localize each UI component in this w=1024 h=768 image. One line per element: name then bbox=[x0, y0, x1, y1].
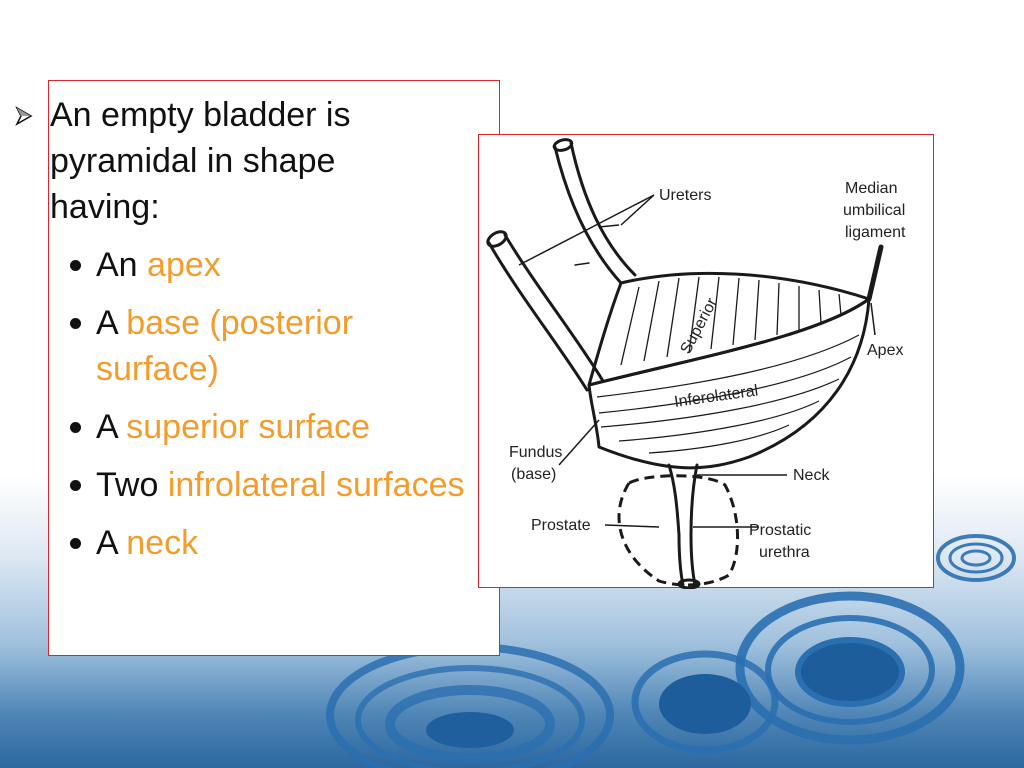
list-item: A base (posterior surface) bbox=[70, 300, 476, 392]
bullet-highlight: base (posterior surface) bbox=[96, 304, 354, 388]
feature-list: An apex A base (posterior surface) A sup… bbox=[70, 242, 476, 578]
label-urethra: urethra bbox=[759, 544, 810, 561]
text-panel bbox=[48, 80, 500, 656]
lead-paragraph: An empty bladder is pyramidal in shape h… bbox=[15, 92, 440, 230]
list-item: An apex bbox=[70, 242, 476, 288]
label-superior: Superior bbox=[678, 295, 722, 357]
lead-text: An empty bladder is pyramidal in shape h… bbox=[50, 96, 351, 226]
bullet-prefix: A bbox=[96, 304, 127, 342]
bullet-highlight: superior surface bbox=[126, 408, 371, 446]
bladder-diagram: Ureters Median umbilical ligament Superi… bbox=[486, 138, 906, 589]
bullet-prefix: An bbox=[96, 246, 148, 284]
label-umbilical: umbilical bbox=[843, 202, 905, 219]
round-bullet-icon bbox=[70, 260, 81, 271]
label-base: (base) bbox=[511, 466, 556, 483]
arrow-bullet-icon bbox=[15, 106, 33, 126]
round-bullet-icon bbox=[70, 538, 81, 549]
list-item: A superior surface bbox=[70, 404, 476, 450]
bullet-highlight: infrolateral surfaces bbox=[167, 466, 465, 504]
label-fundus: Fundus bbox=[509, 444, 562, 461]
label-median: Median bbox=[845, 180, 897, 197]
round-bullet-icon bbox=[70, 318, 81, 329]
bullet-highlight: neck bbox=[126, 524, 199, 562]
list-item: Two infrolateral surfaces bbox=[70, 462, 476, 508]
label-neck: Neck bbox=[793, 467, 830, 484]
label-inferolateral: Inferolateral bbox=[673, 382, 759, 411]
label-ligament: ligament bbox=[845, 224, 906, 241]
list-item: A neck bbox=[70, 520, 476, 566]
label-ureters: Ureters bbox=[659, 187, 711, 204]
bullet-prefix: Two bbox=[96, 466, 168, 504]
label-prostatic: Prostatic bbox=[749, 522, 811, 539]
bullet-prefix: A bbox=[96, 408, 127, 446]
round-bullet-icon bbox=[70, 422, 81, 433]
bullet-highlight: apex bbox=[147, 246, 221, 284]
label-apex: Apex bbox=[867, 342, 903, 359]
bladder-diagram-panel: Ureters Median umbilical ligament Superi… bbox=[478, 134, 934, 589]
bullet-prefix: A bbox=[96, 524, 127, 562]
round-bullet-icon bbox=[70, 480, 81, 491]
label-prostate: Prostate bbox=[531, 517, 591, 534]
